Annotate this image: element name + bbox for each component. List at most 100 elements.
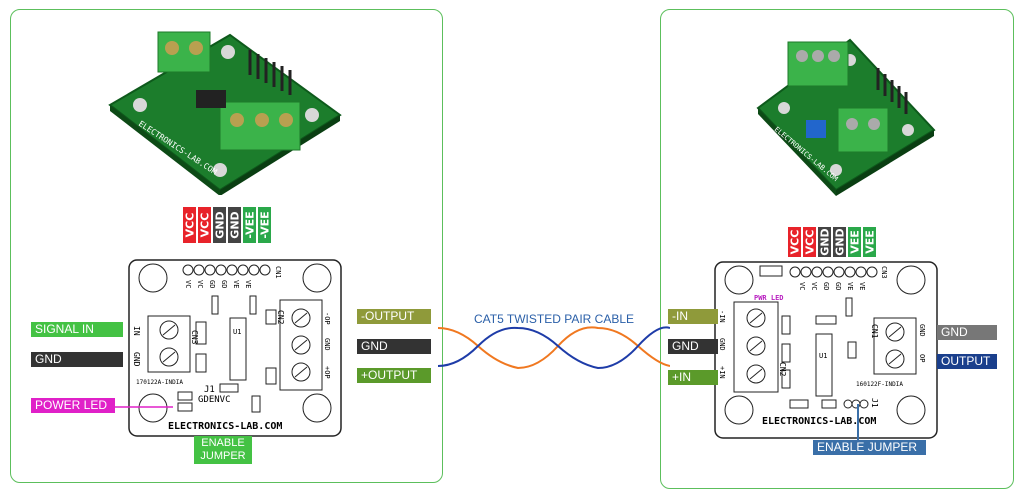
op-gnd-label: GND (918, 324, 926, 337)
power-pin-label: GND (213, 211, 226, 239)
output-gnd-label: GND (361, 339, 388, 353)
twisted-pair-cable (438, 326, 670, 370)
terminal-block-top (787, 41, 849, 87)
pin-header (248, 50, 292, 95)
right-board-photo: ELECTRONICS-LAB.COM (756, 38, 936, 196)
op-label: OP (918, 354, 926, 362)
pin-label: VE (858, 282, 866, 290)
power-pin-label: VCC (788, 229, 801, 255)
in-minus-tag: -IN (668, 309, 718, 324)
cable-wire-blue (438, 326, 670, 370)
output-plus-label: +OUTPUT (361, 368, 418, 382)
j1-label: J1 (204, 385, 215, 395)
j1-jumper (843, 399, 869, 409)
gnd-in-tag: GND (668, 339, 718, 354)
power-pin-label: VCC (183, 212, 196, 238)
in-plus-label: +IN (672, 370, 692, 384)
output-plus-tag: +OUTPUT (357, 368, 431, 383)
pin-label: VC (798, 282, 806, 290)
power-pin-tag: GND (818, 227, 831, 257)
part-number: 160122F-INDIA (856, 381, 903, 388)
cn3-label: CN3 (190, 330, 199, 345)
u1-label: U1 (819, 352, 827, 360)
pin-header (876, 68, 908, 114)
pin-in-label: IN (132, 326, 141, 336)
board-brand: ELECTRONICS-LAB.COM (762, 416, 876, 427)
pwr-led-label: PWR LED (754, 294, 784, 302)
output-label: OUTPUT (941, 354, 991, 368)
left-board-drawing: CN1 VC VC GD GD VE VE IN GND CN3 CN2 -OP… (128, 259, 342, 437)
power-pin-tag: GND (833, 227, 846, 257)
j1-pins: GDENVC (198, 395, 231, 405)
power-pin-label: GND (228, 211, 241, 239)
op-gnd-label: GND (323, 338, 331, 351)
pin-label: VC (810, 282, 818, 290)
enable-jumper-pointer (857, 404, 859, 440)
pin-in-minus-label: -IN (718, 310, 726, 323)
pin-in-plus-label: +IN (718, 366, 726, 379)
terminal-block-top (157, 31, 211, 73)
right-board-drawing: PWR LED CN3 VC VC GD GD VE VE -IN GND +I… (714, 261, 938, 439)
op-minus-label: -OP (323, 312, 331, 325)
cn3-label: CN3 (880, 266, 888, 279)
enable-jumper-tag: ENABLE JUMPER (194, 436, 252, 464)
power-pin-label: GND (833, 228, 846, 256)
board-brand: ELECTRONICS-LAB.COM (168, 421, 282, 432)
power-pin-label: VEE (848, 230, 861, 254)
power-pin-tag: GND (213, 207, 226, 243)
signal-in-tag: SIGNAL IN (31, 322, 123, 337)
u1-chip (229, 317, 247, 381)
power-pin-label: -VEE (243, 211, 256, 239)
terminal-block-bottom (219, 101, 301, 151)
out-gnd-tag: GND (937, 325, 997, 340)
gnd-in-tag: GND (31, 352, 123, 367)
pin-label: GD (208, 280, 216, 288)
output-gnd-tag: GND (357, 339, 431, 354)
cn1-terminal (873, 317, 917, 375)
power-pin-tag: VCC (198, 207, 211, 243)
power-pin-tag: -VEE (243, 207, 256, 243)
pin-label: GD (822, 282, 830, 290)
power-pin-label: VCC (803, 229, 816, 255)
cn1-label: CN1 (274, 266, 282, 279)
cn3-terminal (147, 315, 191, 373)
in-plus-tag: +IN (668, 370, 718, 385)
output-minus-tag: -OUTPUT (357, 309, 431, 324)
pin-label: VC (196, 280, 204, 288)
signal-in-label: SIGNAL IN (35, 322, 94, 336)
cn1-label: CN1 (870, 324, 879, 339)
out-gnd-label: GND (941, 325, 968, 339)
j1-label: J1 (870, 398, 879, 408)
cn2-terminal (733, 301, 779, 393)
cn2-terminal (279, 299, 323, 391)
op-plus-label: +OP (323, 366, 331, 379)
pin-label: VC (184, 280, 192, 288)
pin-gnd-label: GND (718, 338, 726, 351)
output-minus-label: -OUTPUT (361, 309, 415, 323)
power-led-pointer (115, 406, 173, 408)
power-led-tag: POWER LED (31, 398, 115, 413)
enable-jumper-tag: ENABLE JUMPER (813, 440, 926, 455)
power-pin-tag: VEE (863, 227, 876, 257)
power-pin-tag: VEE (848, 227, 861, 257)
gnd-in-label: GND (672, 339, 699, 353)
cable-label: CAT5 TWISTED PAIR CABLE (474, 312, 635, 326)
pin-label: VE (232, 280, 240, 288)
power-led-label: POWER LED (35, 398, 108, 412)
pin-label: VE (846, 282, 854, 290)
enable-jumper-line1: ENABLE (201, 437, 245, 449)
terminal-block-bottom (837, 107, 889, 153)
power-pin-tag: VCC (183, 207, 196, 243)
power-pin-label: VCC (198, 212, 211, 238)
header-pin-row (789, 266, 878, 278)
output-tag: OUTPUT (937, 354, 997, 369)
power-pin-tag: -VEE (258, 207, 271, 243)
power-pin-tag: VCC (803, 227, 816, 257)
power-pin-tag: GND (228, 207, 241, 243)
pin-label: VE (244, 280, 252, 288)
gnd-in-label: GND (35, 352, 62, 366)
u1-label: U1 (233, 328, 241, 336)
header-pin-row (182, 264, 271, 276)
pin-gnd-label: GND (132, 352, 141, 367)
power-pin-label: -VEE (258, 211, 271, 239)
